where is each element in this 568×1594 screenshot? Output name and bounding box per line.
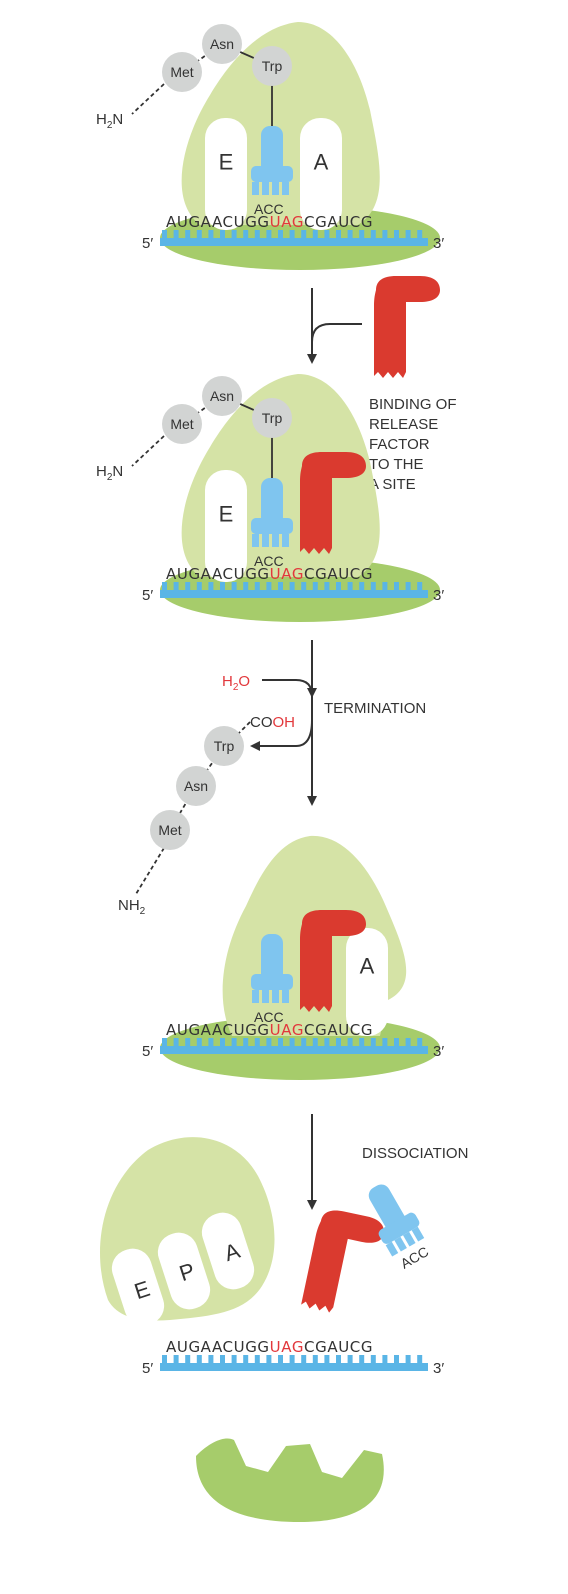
amino-acid-asn bbox=[202, 376, 242, 416]
met-label: Met bbox=[170, 64, 193, 80]
svg-text:FACTOR: FACTOR bbox=[369, 436, 430, 453]
carboxyl-label: COOH bbox=[250, 714, 295, 731]
svg-text:RELEASE: RELEASE bbox=[369, 416, 438, 433]
met-label: Met bbox=[170, 416, 193, 432]
anticodon: ACC bbox=[254, 553, 284, 569]
three-prime-end: 3′ bbox=[433, 1043, 444, 1060]
panel-3-ribosome: A ACC AUGAACUGGUAGCGAUCG 5′ 3′ bbox=[142, 835, 444, 1080]
peptide-bond bbox=[131, 435, 165, 467]
asn-label: Asn bbox=[210, 36, 234, 52]
e-site-pocket bbox=[205, 470, 247, 582]
amino-acid-asn bbox=[176, 766, 216, 806]
e-site-pocket bbox=[111, 1248, 165, 1326]
dissociated-large-subunit: E P A bbox=[100, 1137, 275, 1326]
mrna-sequence: AUGAACUGGUAGCGAUCG bbox=[166, 213, 373, 231]
three-prime-end: 3′ bbox=[433, 235, 444, 252]
mrna: AUGAACUGGUAGCGAUCG 5′ 3′ bbox=[142, 1021, 444, 1060]
mrna-free: AUGAACUGGUAGCGAUCG 5′ 3′ bbox=[142, 1338, 444, 1377]
five-prime-end: 5′ bbox=[142, 1043, 153, 1060]
binding-label: BINDING OF RELEASE FACTOR TO THE A SITE bbox=[369, 396, 457, 493]
peptide-bond bbox=[131, 83, 165, 115]
amino-acid-met bbox=[162, 404, 202, 444]
a-site-pocket bbox=[346, 928, 388, 1036]
n-terminus: H2N bbox=[96, 111, 123, 131]
five-prime-end: 5′ bbox=[142, 235, 153, 252]
svg-text:BINDING OF: BINDING OF bbox=[369, 396, 457, 413]
amino-acid-trp bbox=[252, 46, 292, 86]
three-prime-end: 3′ bbox=[433, 1360, 444, 1377]
e-site-label: E bbox=[219, 502, 234, 527]
mrna: AUGAACUGGUAGCGAUCG 5′ 3′ bbox=[142, 213, 444, 252]
amino-acid-trp bbox=[252, 398, 292, 438]
dissociation-label: DISSOCIATION bbox=[362, 1145, 468, 1162]
released-polypeptide: Trp Asn Met NH2 bbox=[118, 721, 251, 917]
anticodon: ACC bbox=[254, 201, 284, 217]
termination-arrow bbox=[250, 640, 317, 806]
trp-label: Trp bbox=[262, 410, 283, 426]
panel-2-ribosome: E ACC Trp Asn Met H2N AUGAACUGGUAGCGAUCG… bbox=[96, 374, 444, 622]
dissociated-small-subunit bbox=[196, 1438, 384, 1522]
mrna-sequence: AUGAACUGGUAGCGAUCG bbox=[166, 1021, 373, 1039]
release-factor-released bbox=[300, 1206, 387, 1321]
five-prime-end: 5′ bbox=[142, 587, 153, 604]
mrna-sequence: AUGAACUGGUAGCGAUCG bbox=[166, 1338, 373, 1356]
asn-label: Asn bbox=[210, 388, 234, 404]
a-site-label: A bbox=[360, 954, 375, 979]
a-site-pocket bbox=[300, 118, 342, 230]
amino-acid-trp bbox=[204, 726, 244, 766]
release-factor-free bbox=[374, 276, 440, 378]
e-site-pocket bbox=[205, 118, 247, 230]
n-terminus: NH2 bbox=[118, 897, 146, 917]
amino-acid-met bbox=[162, 52, 202, 92]
three-prime-end: 3′ bbox=[433, 587, 444, 604]
panel-1-ribosome: E A ACC Trp Asn Met H2N AUGAACUGGUAGCGAU… bbox=[96, 22, 444, 270]
mrna-sequence: AUGAACUGGUAGCGAUCG bbox=[166, 565, 373, 583]
asn-label: Asn bbox=[184, 778, 208, 794]
svg-text:TO THE: TO THE bbox=[369, 456, 423, 473]
amino-acid-met bbox=[150, 810, 190, 850]
a-site-label: A bbox=[314, 150, 329, 175]
anticodon: ACC bbox=[254, 1009, 284, 1025]
met-label: Met bbox=[158, 822, 181, 838]
mrna: AUGAACUGGUAGCGAUCG 5′ 3′ bbox=[142, 565, 444, 604]
e-site-label: E bbox=[219, 150, 234, 175]
a-site-pocket bbox=[201, 1212, 255, 1290]
svg-text:A SITE: A SITE bbox=[369, 476, 416, 493]
trp-label: Trp bbox=[214, 738, 235, 754]
trp-label: Trp bbox=[262, 58, 283, 74]
p-site-pocket bbox=[157, 1232, 211, 1310]
step-arrow-1 bbox=[307, 288, 362, 364]
water-label: H2O bbox=[222, 673, 250, 693]
n-terminus: H2N bbox=[96, 463, 123, 483]
termination-label: TERMINATION bbox=[324, 700, 426, 717]
five-prime-end: 5′ bbox=[142, 1360, 153, 1377]
amino-acid-asn bbox=[202, 24, 242, 64]
